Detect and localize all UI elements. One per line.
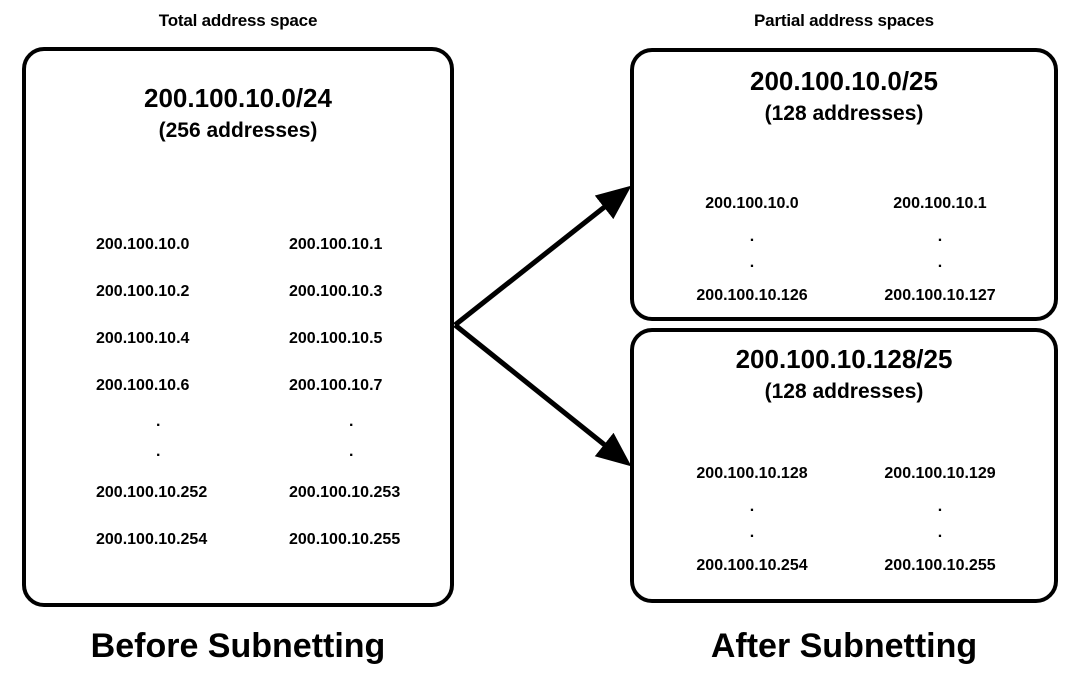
partial-box-2-count: (128 addresses): [764, 380, 924, 403]
partial-address-spaces-label: Partial address spaces: [754, 11, 934, 30]
ellipsis-dot: .: [749, 524, 755, 541]
ellipsis-dot: .: [349, 443, 354, 460]
address-cell: 200.100.10.5: [289, 329, 383, 347]
partial-box-1-cidr: 200.100.10.0/25: [750, 66, 938, 96]
ellipsis-dot: .: [749, 228, 755, 245]
address-cell: 200.100.10.253: [289, 483, 401, 501]
ellipsis-dot: .: [937, 524, 943, 541]
ellipsis-dot: .: [156, 443, 161, 460]
total-box-count: (256 addresses): [158, 119, 318, 142]
address-cell: 200.100.10.252: [96, 483, 208, 501]
partial-address-space-box-1: 200.100.10.0/25 (128 addresses) 200.100.…: [630, 48, 1058, 321]
ellipsis-dot: .: [349, 413, 354, 430]
address-cell: 200.100.10.129: [884, 465, 996, 482]
partial-box-1-count: (128 addresses): [764, 102, 924, 125]
address-cell: 200.100.10.6: [96, 376, 190, 394]
address-cell: 200.100.10.7: [289, 376, 383, 394]
ellipsis-dot: .: [749, 254, 755, 271]
address-cell: 200.100.10.0: [96, 235, 190, 253]
total-box-cidr: 200.100.10.0/24: [144, 83, 332, 113]
before-subnetting-caption: Before Subnetting: [90, 627, 386, 665]
address-cell: 200.100.10.254: [696, 557, 808, 574]
address-cell: 200.100.10.255: [884, 557, 996, 574]
arrow-to-lower-subnet: [453, 323, 632, 467]
total-address-space-box: 200.100.10.0/24 (256 addresses) 200.100.…: [22, 47, 454, 607]
address-cell: 200.100.10.128: [696, 465, 808, 482]
ellipsis-dot: .: [937, 254, 943, 271]
address-cell: 200.100.10.3: [289, 282, 383, 300]
arrow-to-upper-subnet: [453, 185, 632, 327]
address-cell: 200.100.10.254: [96, 530, 208, 548]
ellipsis-dot: .: [937, 228, 943, 245]
ellipsis-dot: .: [749, 498, 755, 515]
address-cell: 200.100.10.255: [289, 530, 401, 548]
address-cell: 200.100.10.2: [96, 282, 190, 300]
address-cell: 200.100.10.126: [696, 287, 808, 304]
partial-box-2-cidr: 200.100.10.128/25: [735, 344, 953, 374]
total-address-list: 200.100.10.0 200.100.10.1 200.100.10.2 2…: [72, 221, 458, 563]
address-cell: 200.100.10.4: [96, 329, 190, 347]
total-address-space-label: Total address space: [158, 11, 318, 30]
after-subnetting-caption: After Subnetting: [710, 627, 978, 665]
address-cell: 200.100.10.0: [705, 195, 799, 212]
address-cell: 200.100.10.1: [893, 195, 987, 212]
ellipsis-dot: .: [156, 413, 161, 430]
address-cell: 200.100.10.127: [884, 287, 996, 304]
partial-2-address-list: 200.100.10.128 200.100.10.129 . . . . 20…: [658, 454, 1034, 586]
partial-address-space-box-2: 200.100.10.128/25 (128 addresses) 200.10…: [630, 328, 1058, 603]
ellipsis-dot: .: [937, 498, 943, 515]
address-cell: 200.100.10.1: [289, 235, 383, 253]
partial-1-address-list: 200.100.10.0 200.100.10.1 . . . . 200.10…: [658, 184, 1034, 316]
